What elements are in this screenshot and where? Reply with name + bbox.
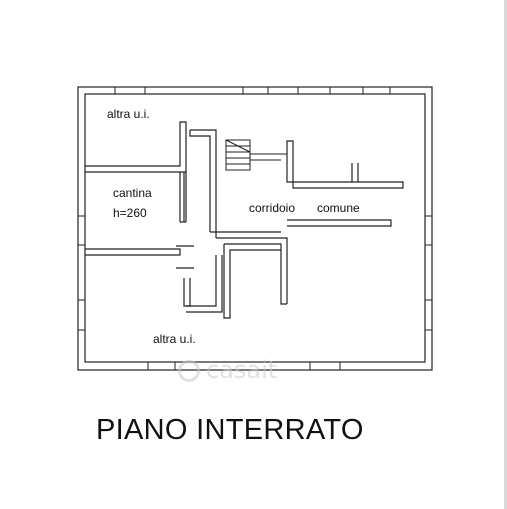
wall-cantina-bottom [85,248,181,256]
watermark-text: casait [206,356,278,384]
wall-top-left-room [85,121,187,173]
wall-corridor-mid [186,255,223,313]
room-label-corridor-1: corridoio [249,201,296,215]
wall-cantina-right [179,172,187,222]
outer-wall [77,86,433,371]
room-label-cantina: cantina [113,186,152,200]
wall-room-right [351,163,359,182]
room-label-cantina-height: h=260 [113,206,147,220]
wall-corridor-left-lower [210,231,288,304]
wall-corridor-left [189,129,217,238]
wall-corridor-top [286,140,404,189]
outer-wall-inner [84,93,426,363]
room-label-corridor-2: comune [317,201,360,215]
wall-corridor-right [287,219,392,227]
staircase [225,139,287,171]
room-label-bottom: altra u.i. [153,332,196,346]
watermark-logo-icon [178,360,200,382]
window-marks [78,87,432,370]
room-label-top: altra u.i. [107,107,150,121]
wall-corridor-bottom [223,243,287,319]
plan-title: PIANO INTERRATO [96,414,364,446]
page-edge-bar [504,0,507,509]
wall-stub-lower [183,278,191,307]
